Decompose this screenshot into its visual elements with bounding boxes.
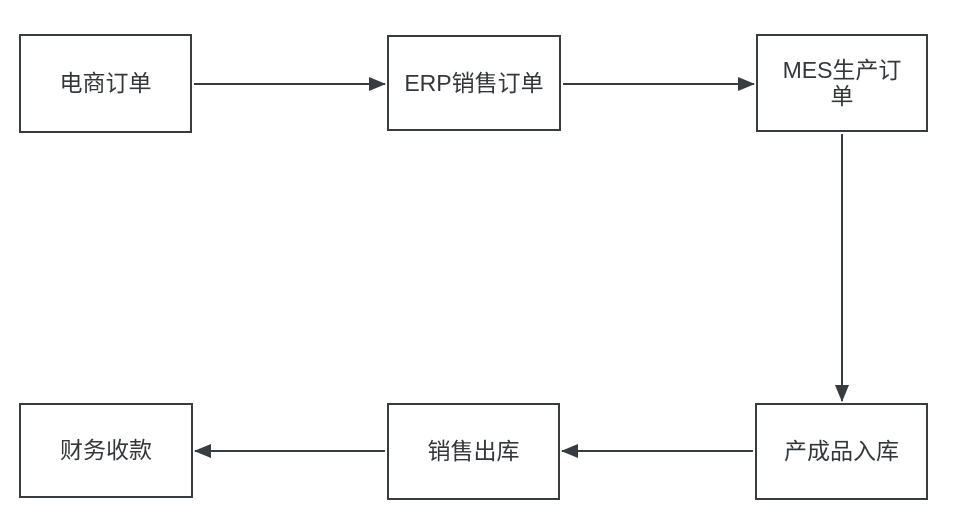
node-sales-outbound: 销售出库 [387, 403, 560, 500]
node-erp-sales-order-label: ERP销售订单 [404, 69, 544, 96]
node-ecommerce-order-label: 电商订单 [59, 70, 152, 97]
node-finance-receipt: 财务收款 [19, 403, 193, 498]
node-mes-production-order: MES生产订单 [756, 34, 928, 132]
node-finished-goods-inbound-label: 产成品入库 [784, 438, 899, 465]
node-mes-production-order-label: MES生产订单 [782, 56, 902, 109]
node-finance-receipt-label: 财务收款 [60, 437, 152, 464]
node-finished-goods-inbound: 产成品入库 [755, 403, 928, 500]
node-erp-sales-order: ERP销售订单 [387, 35, 561, 131]
node-ecommerce-order: 电商订单 [19, 34, 192, 133]
node-sales-outbound-label: 销售出库 [427, 438, 520, 465]
